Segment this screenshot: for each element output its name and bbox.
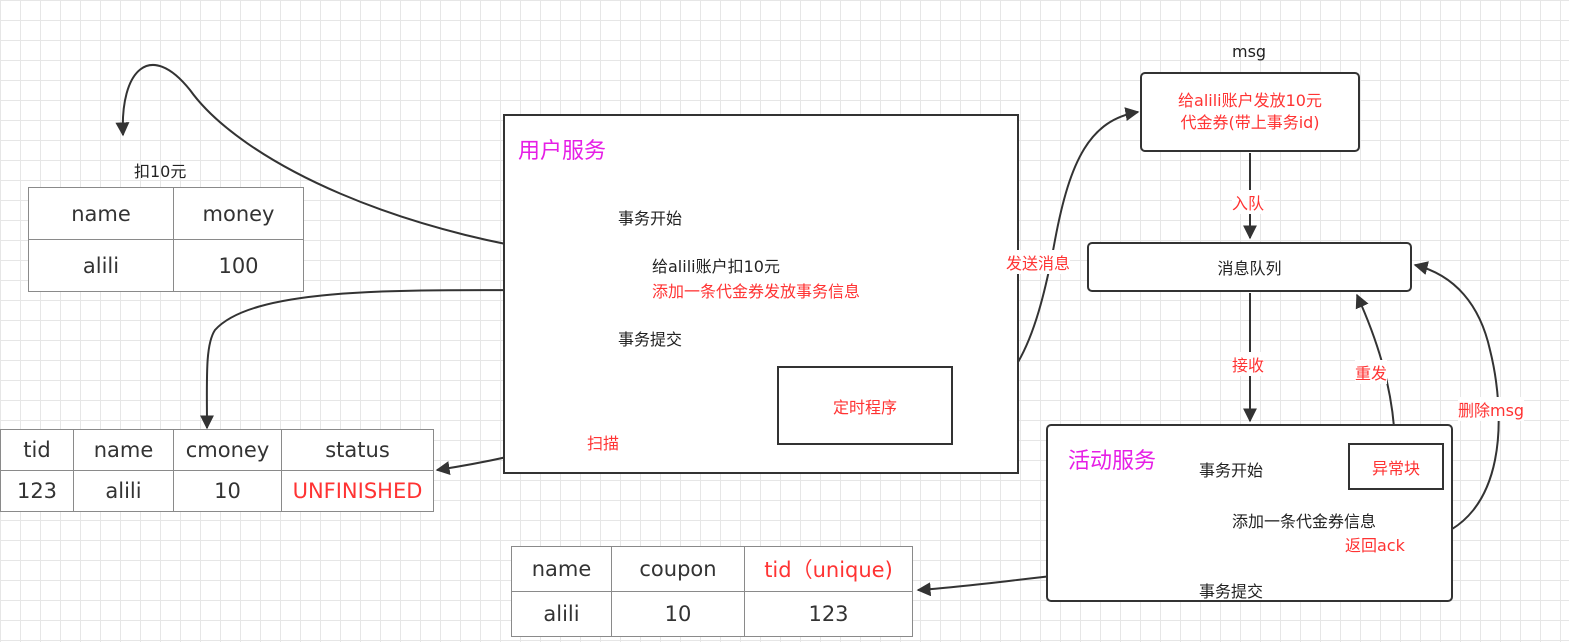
msg-box: 给alili账户发放10元 代金券(带上事务id)	[1140, 72, 1360, 152]
tx-table: tid name cmoney status 123 alili 10 UNFI…	[0, 429, 434, 512]
table-header-row: name coupon tid（unique)	[511, 546, 913, 592]
table-header-cell: name	[511, 546, 612, 592]
coupon-table: name coupon tid（unique) alili 10 123	[511, 546, 913, 637]
activity-tx-begin: 事务开始	[1199, 461, 1264, 480]
exception-block-label: 异常块	[1371, 458, 1420, 478]
activity-return-ack: 返回ack	[1345, 536, 1405, 555]
table-header-row: tid name cmoney status	[0, 429, 434, 471]
arrow-deduct-to-account	[115, 63, 616, 261]
account-table: name money alili 100	[28, 187, 304, 292]
table-header-cell: money	[173, 187, 304, 240]
table-header-cell-unique: tid（unique)	[744, 546, 913, 592]
table-header-cell: name	[73, 429, 174, 471]
table-header-cell: cmoney	[173, 429, 282, 471]
arrow-record-to-txtable	[199, 289, 616, 430]
table-cell: alili	[511, 591, 612, 637]
table-header-cell: coupon	[611, 546, 745, 592]
table-row: 123 alili 10 UNFINISHED	[0, 470, 434, 512]
exception-block-box: 异常块	[1348, 443, 1444, 490]
timer-box: 定时程序	[777, 366, 953, 445]
table-header-cell: tid	[0, 429, 74, 471]
table-cell: 10	[173, 470, 282, 512]
user-service-title: 用户服务	[518, 139, 607, 164]
timer-label: 定时程序	[832, 397, 897, 417]
edge-label-enqueue: 入队	[1232, 190, 1265, 214]
message-queue-label: 消息队列	[1217, 259, 1282, 278]
arrow-delete-msg	[1413, 261, 1500, 541]
table-cell: alili	[28, 239, 174, 292]
user-tx-commit: 事务提交	[618, 330, 683, 349]
table-row: alili 10 123	[511, 591, 913, 637]
edge-label-resend: 重发	[1355, 360, 1388, 384]
user-deduct-step: 给alili账户扣10元	[652, 257, 780, 276]
activity-tx-commit: 事务提交	[1199, 582, 1264, 601]
edge-label-scan: 扫描	[587, 430, 620, 454]
activity-add-coupon-step: 添加一条代金券信息	[1232, 512, 1377, 531]
msg-content-line1: 给alili账户发放10元	[1178, 91, 1322, 110]
edge-label-send-msg: 发送消息	[1006, 250, 1071, 274]
edge-label-delete-msg: 删除msg	[1458, 397, 1525, 421]
table-cell: 10	[611, 591, 745, 637]
edge-label-receive: 接收	[1232, 352, 1265, 376]
msg-label: msg	[1232, 42, 1267, 61]
table-cell: 123	[744, 591, 913, 637]
user-tx-begin: 事务开始	[618, 209, 683, 228]
user-add-record-step: 添加一条代金券发放事务信息	[652, 282, 861, 301]
activity-service-title: 活动服务	[1068, 449, 1157, 474]
table-header-cell: name	[28, 187, 174, 240]
table-header-row: name money	[28, 187, 304, 240]
message-queue-box: 消息队列	[1087, 242, 1412, 292]
table-row: alili 100	[28, 239, 304, 292]
label-deduct-10: 扣10元	[134, 162, 187, 181]
table-cell: 123	[0, 470, 74, 512]
table-cell: alili	[73, 470, 174, 512]
table-cell: 100	[173, 239, 304, 292]
status-cell: UNFINISHED	[281, 470, 434, 512]
msg-content-line2: 代金券(带上事务id)	[1180, 113, 1320, 132]
table-header-cell: status	[281, 429, 434, 471]
